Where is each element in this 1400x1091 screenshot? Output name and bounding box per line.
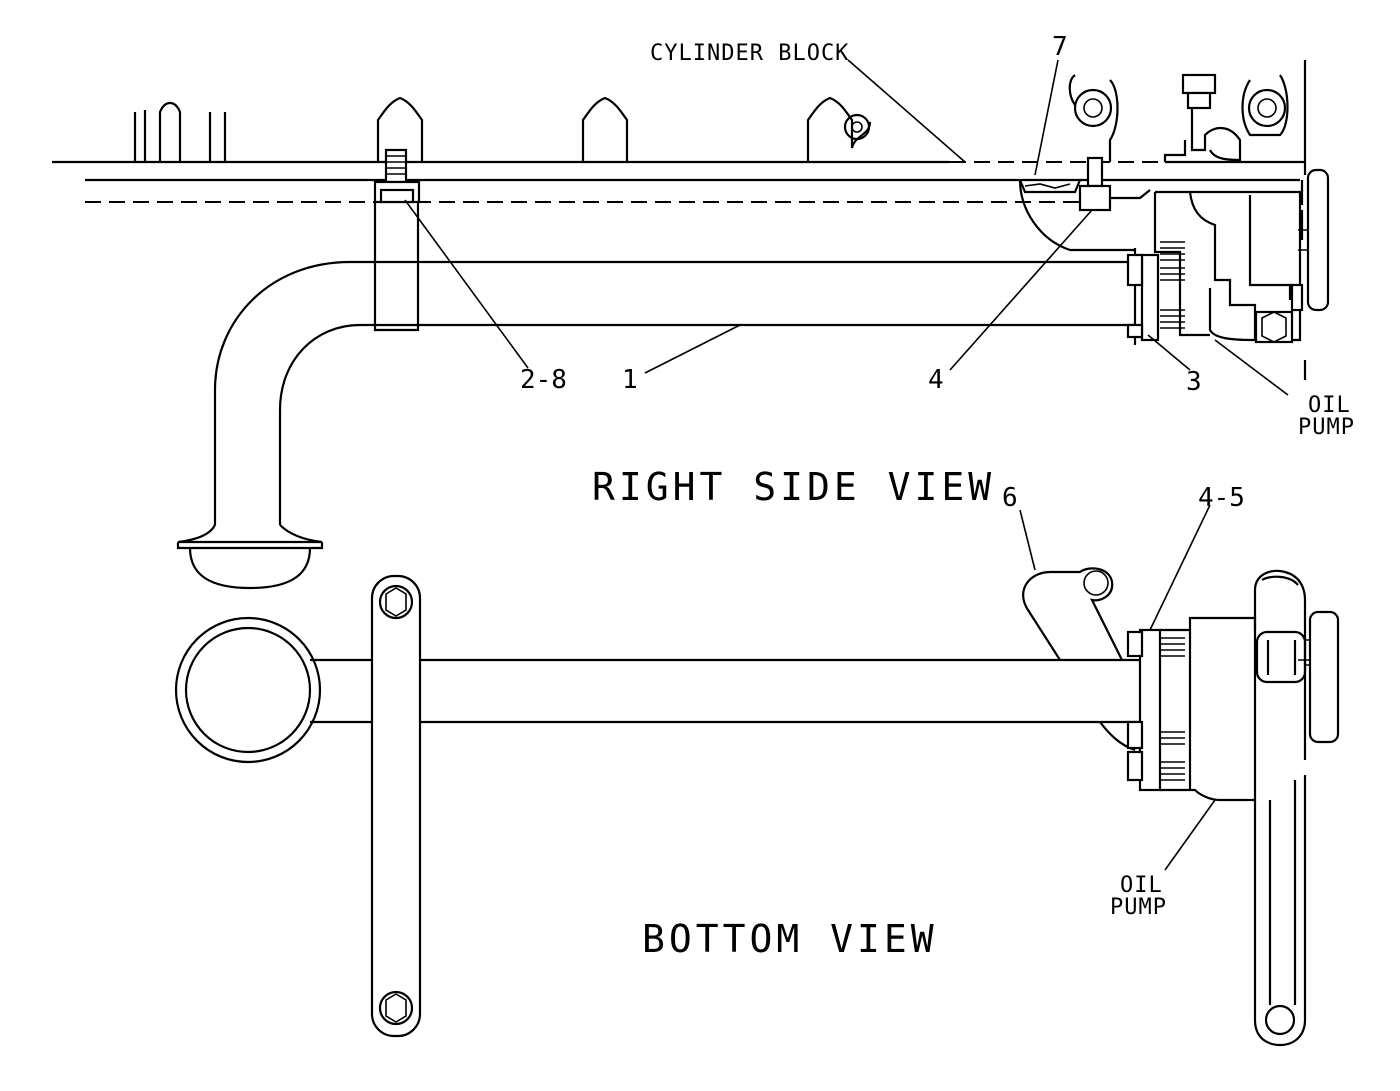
callout-6: 6 [1002, 483, 1018, 513]
callout-4-5: 4-5 [1198, 483, 1245, 513]
cylinder-block-label: CYLINDER BLOCK [650, 41, 849, 66]
callout-2-8: 2-8 [520, 365, 567, 395]
callout-3: 3 [1186, 367, 1202, 397]
bottom-view-drawing [174, 567, 1340, 1047]
callout-1: 1 [622, 365, 638, 395]
leader-lines [404, 59, 1289, 871]
oil-pump-label-bottom-line2: PUMP [1110, 895, 1167, 920]
oil-pump-label-top-line1: OIL [1308, 393, 1351, 418]
oil-pump-label-bottom-line1: OIL [1120, 873, 1163, 898]
callout-4: 4 [928, 365, 944, 395]
bottom-view-title: BOTTOM VIEW [642, 917, 938, 961]
right-side-view-drawing [52, 60, 1330, 590]
right-side-view-title: RIGHT SIDE VIEW [592, 465, 995, 509]
callout-7: 7 [1052, 32, 1068, 62]
oil-pump-label-top-line2: PUMP [1298, 415, 1355, 440]
